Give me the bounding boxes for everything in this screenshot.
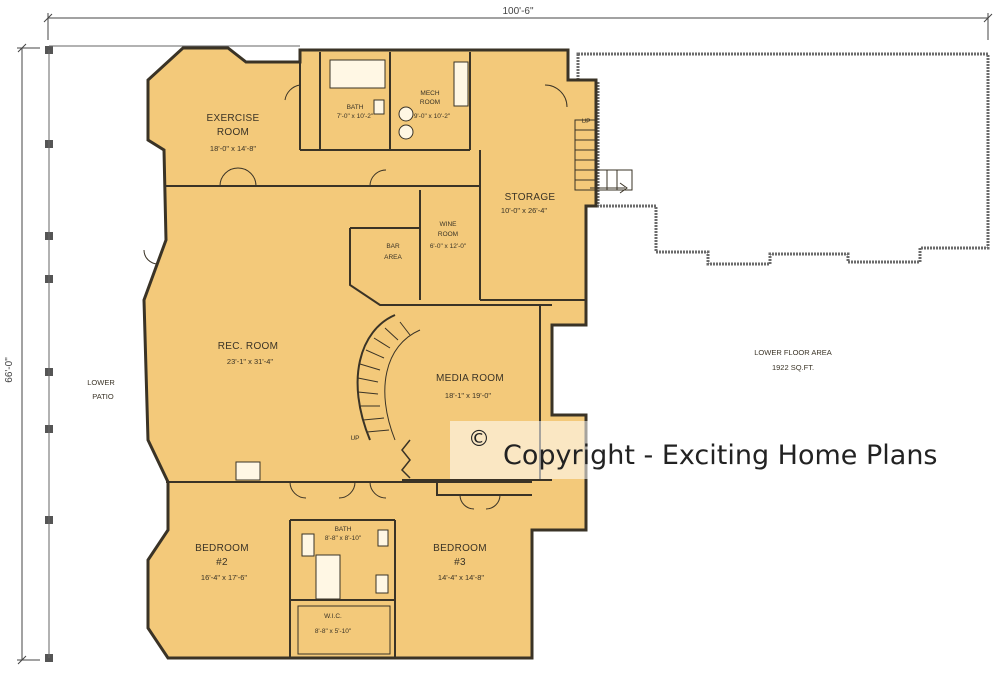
- mech-room-label-2: ROOM: [420, 99, 440, 106]
- door-swings: [143, 84, 568, 510]
- bedroom-3-size: 14'-4" x 14'-8": [438, 573, 484, 582]
- bedroom-3-label-1: BEDROOM: [433, 543, 487, 554]
- lower-floor-area-outline: [576, 52, 990, 266]
- wic-label: W.I.C.: [324, 613, 342, 620]
- media-room-size: 18'-1" x 19'-0": [445, 391, 491, 400]
- bath-upper-size: 7'-0" x 10'-2": [337, 113, 374, 120]
- lower-floor-area-label-2: 1922 SQ.FT.: [772, 363, 814, 372]
- bedroom-2-size: 16'-4" x 17'-6": [201, 573, 247, 582]
- dimension-lines: [17, 13, 993, 665]
- house-footprint: [142, 46, 598, 660]
- wine-room-size: 6'-0" x 12'-0": [430, 243, 467, 250]
- interior-walls: [166, 52, 586, 658]
- wic-size: 8'-8" x 5'-10": [315, 628, 352, 635]
- copyright-watermark: © Copyright - Exciting Home Plans: [450, 421, 977, 479]
- mech-room-size: 9'-0" x 10'-2": [414, 113, 451, 120]
- bath-upper-label: BATH: [347, 104, 364, 111]
- rec-room-size: 23'-1" x 31'-4": [227, 357, 273, 366]
- room-labels: EXERCISE ROOM 18'-0" x 14'-8" BATH 7'-0"…: [87, 90, 832, 635]
- storage-size: 10'-0" x 26'-4": [501, 206, 547, 215]
- overall-depth-label: 66'-0": [4, 357, 15, 383]
- lower-floor-area-label-1: LOWER FLOOR AREA: [754, 348, 832, 357]
- stair-up-label-main: UP: [350, 435, 359, 442]
- bedroom-3-label-2: #3: [454, 557, 466, 568]
- curved-stair: [356, 314, 421, 479]
- wine-room-label-2: ROOM: [438, 231, 458, 238]
- bar-area-label-1: BAR: [386, 243, 400, 250]
- mech-room-label-1: MECH: [420, 90, 439, 97]
- stair-up-label-top: UP: [581, 118, 590, 125]
- exercise-room-label-2: ROOM: [217, 127, 249, 138]
- bath-lower-label: BATH: [335, 526, 352, 533]
- copyright-symbol: ©: [468, 427, 490, 452]
- bar-area-label-2: AREA: [384, 254, 402, 261]
- exercise-room-label-1: EXERCISE: [207, 113, 260, 124]
- bedroom-2-label-2: #2: [216, 557, 228, 568]
- bedroom-2-label-1: BEDROOM: [195, 543, 249, 554]
- exercise-room-size: 18'-0" x 14'-8": [210, 144, 256, 153]
- fixtures: [235, 59, 469, 655]
- overall-width-label: 100'-6": [502, 6, 533, 17]
- storage-label: STORAGE: [505, 192, 556, 203]
- bath-lower-size: 8'-8" x 8'-10": [325, 535, 362, 542]
- storage-stair: [574, 119, 633, 194]
- media-room-label: MEDIA ROOM: [436, 373, 504, 384]
- patio-label-1: LOWER: [87, 378, 115, 387]
- wine-room-label-1: WINE: [440, 221, 458, 228]
- copyright-text: Copyright - Exciting Home Plans: [503, 440, 938, 471]
- rec-room-label: REC. ROOM: [218, 341, 278, 352]
- patio-label-2: PATIO: [92, 392, 114, 401]
